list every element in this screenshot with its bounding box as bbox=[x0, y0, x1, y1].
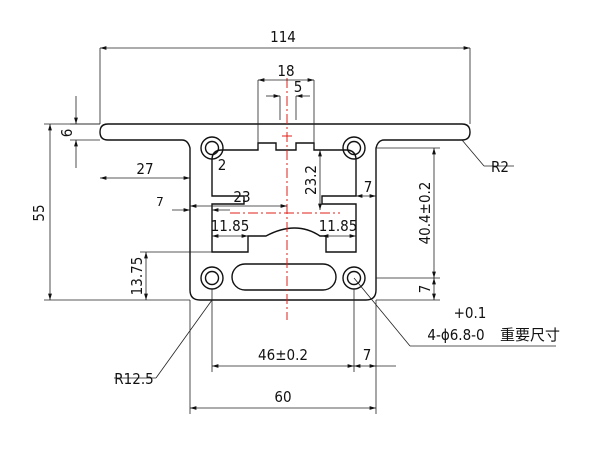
dim-hole-spacing: 46±0.2 bbox=[258, 346, 308, 364]
hole-tolerance: +0.1 bbox=[454, 304, 487, 322]
dim-half-width: 23 bbox=[233, 188, 250, 206]
dimension-lines bbox=[44, 46, 556, 414]
dim-slot-width: 18 bbox=[277, 62, 294, 80]
dim-wall-top: 7 bbox=[364, 178, 373, 196]
dim-left-inner: 11.85 bbox=[211, 217, 250, 235]
dim-side-width: 27 bbox=[136, 160, 153, 178]
dim-overall-width: 114 bbox=[270, 28, 296, 46]
dim-base-width: 60 bbox=[274, 388, 291, 406]
dim-wall-lower: 7 bbox=[363, 346, 372, 364]
dim-radius-large: R12.5 bbox=[114, 370, 153, 388]
dim-hole-height: 40.4±0.2 bbox=[416, 182, 434, 245]
center-lines bbox=[230, 78, 340, 320]
hole-spec: 4-ϕ6.8-0 bbox=[427, 326, 484, 344]
dim-inner-offset: 23.2 bbox=[302, 165, 320, 195]
dim-height: 55 bbox=[30, 204, 48, 221]
hole-label: 重要尺寸 bbox=[500, 326, 560, 344]
dim-wall-left: 7 bbox=[156, 195, 164, 209]
dim-radius-small: R2 bbox=[491, 158, 509, 176]
profile-outline bbox=[99, 123, 471, 301]
dim-slot-opening: 5 bbox=[294, 78, 303, 96]
dimension-labels: 114 18 5 6 55 27 2 23.2 23 7 40.4±0.2 7 … bbox=[30, 28, 560, 406]
dim-right-inner: 11.85 bbox=[319, 217, 358, 235]
dim-wall-bottom: 7 bbox=[416, 285, 434, 294]
dim-bottom-offset: 13.75 bbox=[128, 257, 146, 296]
dim-flange-thickness: 6 bbox=[58, 129, 76, 138]
dim-fillet-small: 2 bbox=[218, 156, 227, 174]
